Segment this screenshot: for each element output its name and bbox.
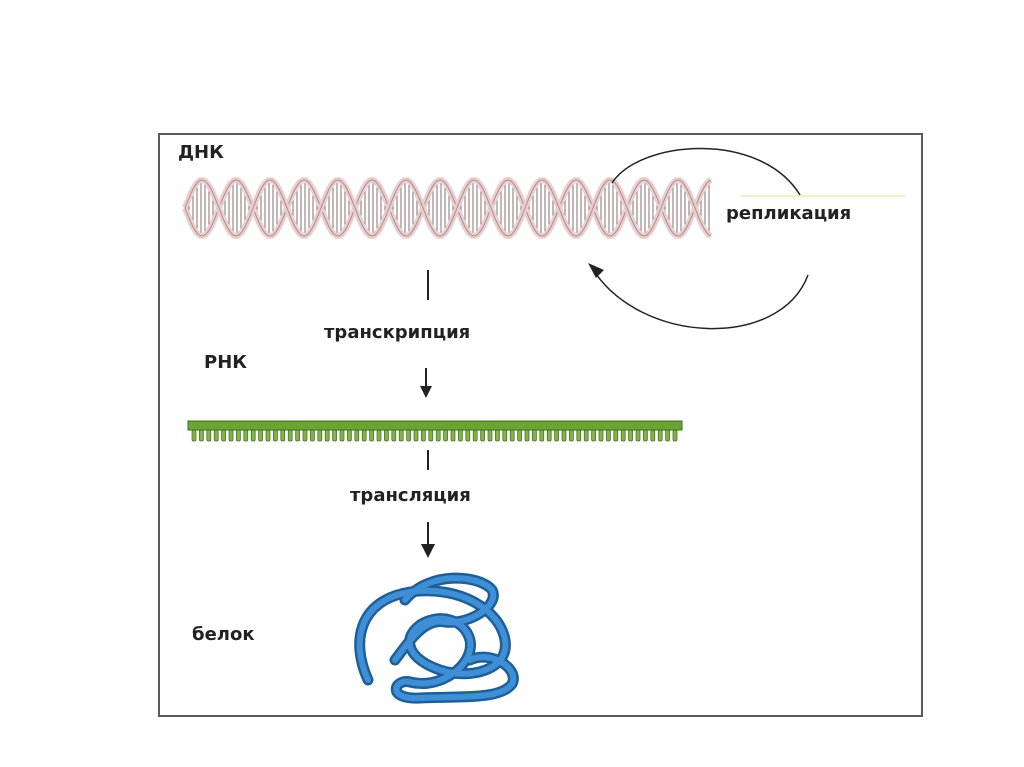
rna-base: [369, 429, 374, 442]
rna-backbone: [187, 420, 683, 431]
rna-base: [435, 429, 441, 442]
rna-base: [480, 429, 485, 442]
rna-base: [561, 429, 567, 442]
rna-base: [650, 429, 656, 442]
rna-base: [665, 429, 670, 442]
rna-strand: [187, 420, 683, 442]
rna-base: [302, 429, 308, 442]
rna-base: [384, 429, 389, 442]
rna-base: [236, 429, 241, 442]
rna-base: [598, 429, 604, 442]
rna-base: [280, 429, 286, 442]
rna-base: [458, 429, 463, 442]
rna-base: [487, 429, 493, 442]
rna-base: [628, 429, 633, 442]
rna-base: [310, 429, 315, 442]
arrow-down-icon: [420, 386, 432, 398]
rna-base: [569, 429, 574, 442]
rna-base: [524, 429, 530, 442]
replication-arc-top: [611, 147, 801, 196]
arrowhead-icon: [588, 263, 604, 278]
rna-base: [643, 429, 648, 442]
rna-base: [443, 429, 448, 442]
rna-base: [228, 429, 234, 442]
protein-label: белок: [192, 624, 255, 645]
rna-base: [287, 429, 293, 442]
rna-base: [532, 429, 537, 442]
rna-base: [295, 429, 300, 442]
replication-arc-bottom: [591, 267, 809, 330]
rna-base: [657, 429, 663, 442]
rna-base: [361, 429, 367, 442]
transcription-label: транскрипция: [324, 322, 471, 343]
rna-label: РНК: [204, 352, 247, 373]
rna-base: [191, 429, 197, 442]
rna-base: [250, 429, 256, 442]
rna-base: [495, 429, 500, 442]
rna-base: [339, 429, 345, 442]
rna-base: [273, 429, 278, 442]
dna-strand: [184, 179, 712, 237]
rna-base: [206, 429, 212, 442]
rna-base: [221, 429, 226, 442]
rna-base: [472, 429, 478, 442]
rna-base: [199, 429, 204, 442]
translation-label: трансляция: [350, 485, 471, 506]
replication-label: репликация: [726, 203, 852, 224]
rna-base: [317, 429, 323, 442]
rna-base: [413, 429, 419, 442]
rna-base: [620, 429, 626, 442]
rna-base: [398, 429, 404, 442]
rna-base: [539, 429, 545, 442]
rna-base: [465, 429, 471, 442]
rna-base: [591, 429, 596, 442]
dna-strand: [184, 179, 712, 237]
rna-base: [502, 429, 508, 442]
rna-base: [517, 429, 522, 442]
rna-base: [391, 429, 397, 442]
dna-label: ДНК: [178, 142, 224, 163]
rna-base: [213, 429, 219, 442]
rna-base: [428, 429, 434, 442]
rna-base: [546, 429, 552, 442]
rna-base: [421, 429, 426, 442]
arrow-down-icon: [421, 544, 435, 558]
replication-cycle-arrow: [588, 147, 905, 330]
rna-base: [324, 429, 330, 442]
dna-double-helix: [182, 177, 713, 239]
rna-base: [376, 429, 382, 442]
rna-base: [672, 429, 678, 442]
rna-base: [576, 429, 582, 442]
rna-base: [265, 429, 271, 442]
rna-base: [258, 429, 263, 442]
transcription-arrow: [420, 270, 432, 398]
rna-base: [583, 429, 589, 442]
translation-arrow: [421, 450, 435, 558]
rna-base: [509, 429, 515, 442]
rna-base: [354, 429, 360, 442]
rna-base: [332, 429, 337, 442]
rna-base: [606, 429, 611, 442]
rna-base: [243, 429, 249, 442]
rna-base: [613, 429, 619, 442]
rna-base: [450, 429, 456, 442]
rna-base: [635, 429, 641, 442]
rna-base: [554, 429, 559, 442]
rna-base: [406, 429, 411, 442]
rna-base: [347, 429, 352, 442]
